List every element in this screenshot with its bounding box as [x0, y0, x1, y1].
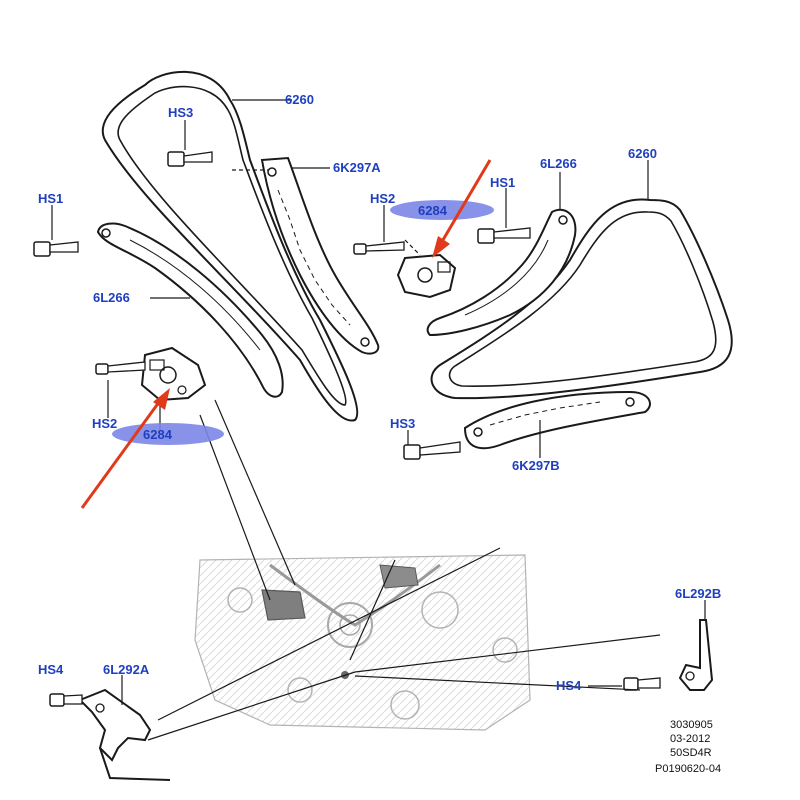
bolt-icon [95, 361, 146, 375]
engine-block-icon [194, 554, 531, 731]
label-hs4-left: HS4 [38, 662, 64, 677]
bracket-6l292a [78, 688, 171, 781]
timing-chain-left [101, 70, 359, 422]
label-hs2-left: HS2 [92, 416, 117, 431]
label-hs4-right: HS4 [556, 678, 582, 693]
label-bracket-right: 6L292B [675, 586, 721, 601]
chain-guide-6k297b [463, 390, 651, 450]
label-chain-right: 6260 [628, 146, 657, 161]
reference-line-1: 3030905 [670, 719, 713, 731]
tensioner-arm-right-6l266 [426, 208, 577, 337]
label-chain-left: 6260 [285, 92, 314, 107]
tensioner-highlight-top [390, 200, 494, 220]
label-hs1-right: HS1 [490, 175, 515, 190]
timing-chain-right [430, 198, 733, 400]
label-arm-right: 6L266 [540, 156, 577, 171]
label-tensioner-left: 6284 [143, 427, 173, 442]
chain-guide-6k297a [260, 156, 380, 355]
label-guide-top: 6K297A [333, 160, 381, 175]
label-tensioner-top: 6284 [418, 203, 448, 218]
bolt-icon [403, 441, 461, 460]
tensioner-icon [140, 346, 207, 402]
label-guide-bottom: 6K297B [512, 458, 560, 473]
reference-line-2: 03-2012 [670, 733, 710, 745]
reference-line-3: 50SD4R [670, 747, 712, 759]
bolt-icon [49, 693, 83, 707]
label-arm-left: 6L266 [93, 290, 130, 305]
label-hs2-top: HS2 [370, 191, 395, 206]
tensioner-arm-left-6l266 [96, 222, 284, 398]
bolt-icon [353, 241, 405, 255]
bolt-icon [623, 677, 661, 691]
bolt-icon [477, 227, 531, 244]
pointer-arrow-icon [80, 388, 170, 509]
tensioner-icon [396, 253, 457, 299]
bolt-icon [33, 241, 79, 257]
bracket-6l292b [678, 619, 714, 691]
label-bracket-left: 6L292A [103, 662, 150, 677]
reference-line-4: P0190620-04 [655, 763, 721, 775]
pointer-arrow-icon [432, 159, 492, 258]
leader-lines [51, 99, 706, 741]
label-hs3-top: HS3 [168, 105, 193, 120]
bolt-icon [167, 151, 213, 167]
label-hs1-left: HS1 [38, 191, 63, 206]
label-hs3-bottom: HS3 [390, 416, 415, 431]
